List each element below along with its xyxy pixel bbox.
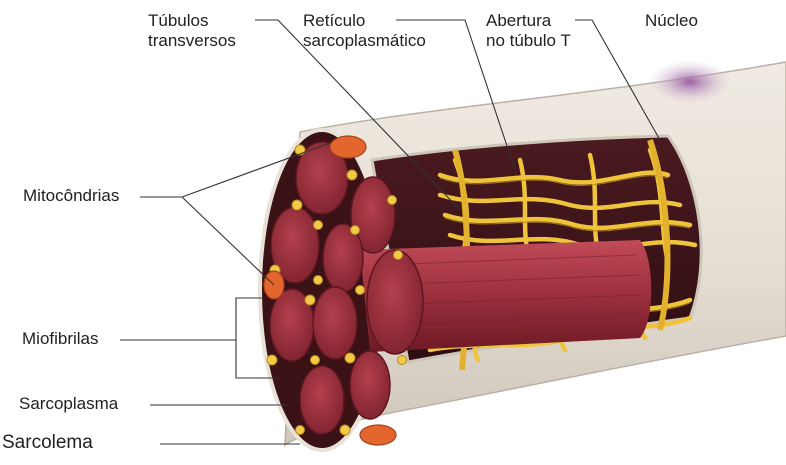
label-mitocondrias: Mitocôndrias xyxy=(23,186,119,206)
label-miofibrilas: Miofibrilas xyxy=(22,329,99,349)
label-nucleo: Núcleo xyxy=(645,11,698,31)
label-sarcoplasma: Sarcoplasma xyxy=(19,394,118,414)
label-abertura-tubulo-t: Abertura no túbulo T xyxy=(486,11,571,51)
label-tubulos-transversos: Túbulos transversos xyxy=(148,11,236,51)
nucleus xyxy=(648,60,732,104)
label-reticulo-sarcoplasmatico: Retículo sarcoplasmático xyxy=(303,11,426,51)
myofibril-long xyxy=(360,240,651,354)
label-sarcolema: Sarcolema xyxy=(2,433,93,453)
